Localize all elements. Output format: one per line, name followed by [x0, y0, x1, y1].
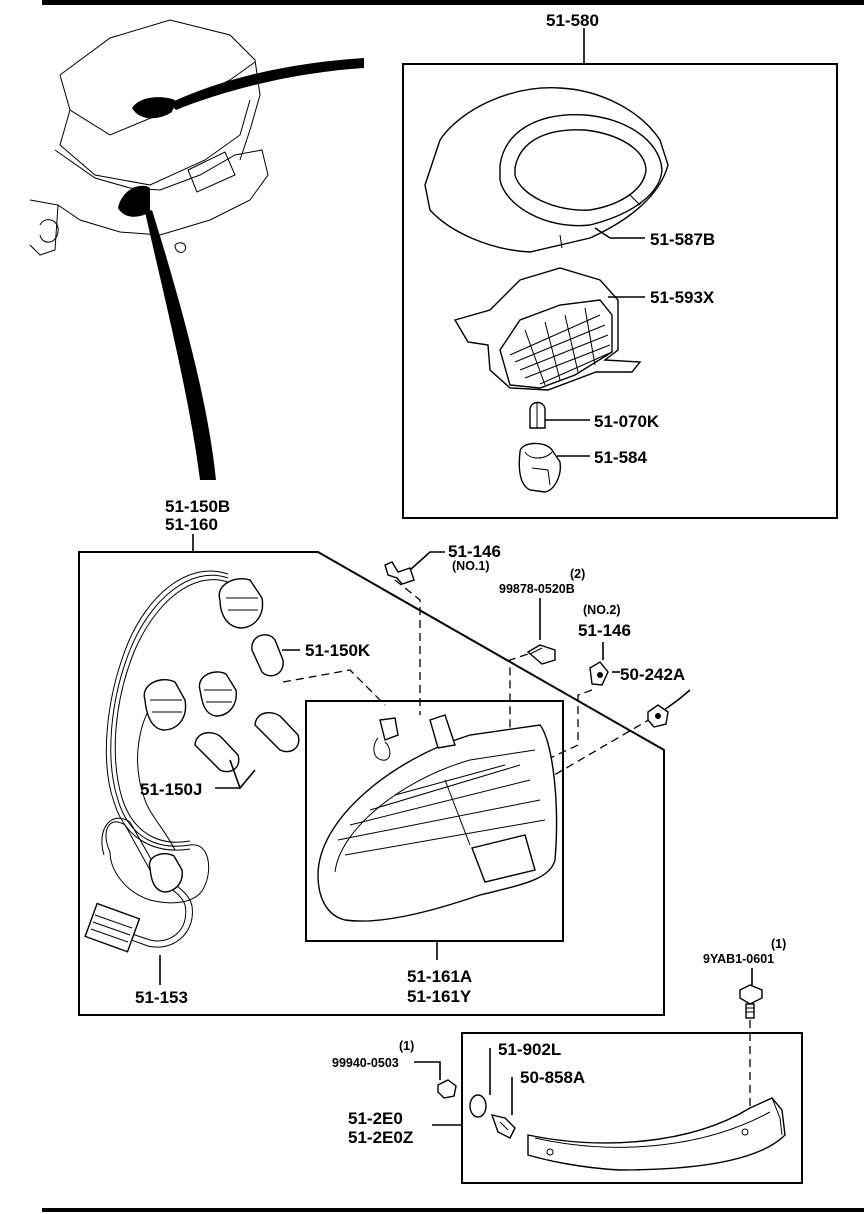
lamp-sockets	[84, 578, 264, 953]
label-51-070K: 51-070K	[594, 412, 660, 431]
label-51-2E0Z: 51-2E0Z	[348, 1128, 413, 1147]
grommet-no1	[384, 561, 415, 585]
label-51-580: 51-580	[546, 11, 599, 30]
car-rear-illustration	[29, 19, 364, 480]
lamp-bulbs	[194, 634, 300, 773]
rear-garnish	[527, 1097, 786, 1171]
label-50-242A: 50-242A	[620, 665, 685, 684]
leader-51-587B	[594, 227, 611, 239]
label-qty1-a: (1)	[771, 937, 786, 951]
label-no1: (NO.1)	[452, 559, 490, 573]
label-99878-0520B: 99878-0520B	[499, 582, 575, 596]
label-51-902L: 51-902L	[498, 1040, 561, 1059]
label-51-161A: 51-161A	[407, 967, 472, 986]
leader-51-150J	[215, 759, 256, 790]
garnish-box	[461, 1032, 803, 1184]
label-51-587B: 51-587B	[650, 230, 715, 249]
label-qty1-b: (1)	[399, 1039, 414, 1053]
top-border	[42, 0, 864, 5]
wiring-harness	[101, 570, 229, 948]
stop-lamp-box	[402, 63, 838, 519]
label-51-150K: 51-150K	[305, 641, 371, 660]
screw-99878	[526, 644, 556, 665]
label-51-161Y: 51-161Y	[407, 987, 472, 1006]
label-9YAB1-0601: 9YAB1-0601	[703, 952, 774, 966]
rear-combination-lamp	[317, 714, 558, 922]
washer-51-902L	[469, 1094, 487, 1118]
grommet-no2	[589, 661, 609, 686]
label-qty2: (2)	[570, 567, 585, 581]
label-51-160: 51-160	[165, 515, 218, 534]
label-50-858A: 50-858A	[520, 1068, 585, 1087]
label-no2: (NO.2)	[583, 603, 621, 617]
label-51-150B: 51-150B	[165, 497, 230, 516]
label-51-153: 51-153	[135, 988, 188, 1007]
label-51-150J: 51-150J	[140, 780, 202, 799]
clip-50-858A	[490, 1114, 516, 1139]
leader-50-242A	[663, 689, 691, 711]
bolt-9YAB1	[739, 984, 763, 1019]
lamp-unit-box	[305, 700, 564, 942]
stop-lamp-housing	[453, 267, 642, 391]
label-51-2E0: 51-2E0	[348, 1109, 403, 1128]
nut-50-242A	[647, 704, 669, 728]
label-51-584: 51-584	[594, 448, 647, 467]
label-51-146-no1: 51-146	[448, 542, 501, 561]
stop-lamp-bulb	[529, 401, 546, 429]
rear-lamp-box	[78, 551, 665, 1016]
stop-lamp-socket	[518, 442, 562, 493]
label-51-146-no2: 51-146	[578, 621, 631, 640]
leader-51-146-no1	[409, 551, 445, 571]
stop-lamp-cover	[424, 87, 669, 253]
leader-99940	[414, 1061, 441, 1080]
nut-99940	[437, 1079, 457, 1099]
label-99940-0503: 99940-0503	[332, 1056, 399, 1070]
label-51-593X: 51-593X	[650, 288, 715, 307]
bottom-border	[42, 1208, 864, 1212]
